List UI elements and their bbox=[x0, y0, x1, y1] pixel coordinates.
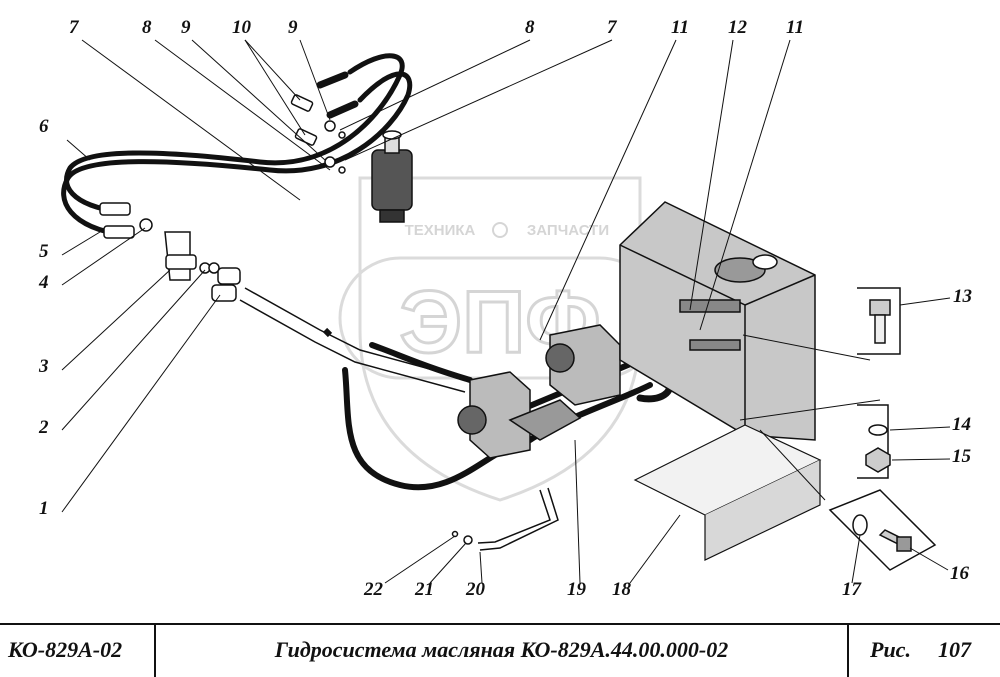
callout-label-13: 13 bbox=[953, 286, 972, 307]
callout-label-11b: 11 bbox=[786, 17, 804, 38]
drain-pipe bbox=[451, 487, 559, 551]
callout-label-19: 19 bbox=[567, 579, 586, 600]
callout-label-21: 21 bbox=[415, 579, 434, 600]
drawing-title: Гидросистема масляная КО-829А.44.00.000-… bbox=[274, 637, 729, 662]
upper-hoses bbox=[61, 53, 413, 238]
callout-label-10: 10 bbox=[232, 17, 251, 38]
callout-label-2: 2 bbox=[39, 417, 49, 438]
callout-label-17: 17 bbox=[842, 579, 861, 600]
callout-label-8a: 8 bbox=[142, 17, 152, 38]
gear-icon bbox=[492, 222, 508, 238]
callout-label-20: 20 bbox=[466, 579, 485, 600]
callout-label-7b: 7 bbox=[607, 17, 617, 38]
callout-label-7a: 7 bbox=[69, 17, 79, 38]
callout-label-1: 1 bbox=[39, 498, 49, 519]
callout-label-3: 3 bbox=[39, 356, 49, 377]
callout-label-18: 18 bbox=[612, 579, 631, 600]
watermark-right-text: ЗАПЧАСТИ bbox=[527, 222, 609, 239]
model-code: КО-829А-02 bbox=[8, 637, 123, 662]
callout-label-15: 15 bbox=[952, 446, 971, 467]
callout-label-9b: 9 bbox=[288, 17, 298, 38]
callout-label-14: 14 bbox=[952, 414, 971, 435]
figure-label: Рис. bbox=[870, 637, 911, 662]
callout-label-12: 12 bbox=[728, 17, 747, 38]
distributor-valves bbox=[457, 324, 621, 459]
hydraulic-cylinder bbox=[371, 130, 413, 223]
title-block-frame bbox=[0, 623, 1000, 677]
callout-label-5: 5 bbox=[39, 241, 49, 262]
protective-plate bbox=[633, 424, 822, 561]
callout-label-22: 22 bbox=[364, 579, 383, 600]
callout-label-6: 6 bbox=[39, 116, 49, 137]
oil-tank bbox=[619, 201, 816, 441]
callout-label-9a: 9 bbox=[181, 17, 191, 38]
watermark-left-text: ТЕХНИКА bbox=[405, 222, 476, 239]
callout-label-4: 4 bbox=[39, 272, 49, 293]
leader-lines bbox=[61, 39, 951, 584]
tee-fitting-assembly bbox=[139, 218, 241, 302]
hydraulic-system-drawing: ТЕХНИКА ЗАПЧАСТИ ЭПФ bbox=[61, 39, 951, 584]
figure-number: 107 bbox=[938, 637, 971, 662]
title-block: КО-829А-02 Гидросистема масляная КО-829А… bbox=[0, 623, 1000, 677]
callout-label-8b: 8 bbox=[525, 17, 535, 38]
callout-label-11a: 11 bbox=[671, 17, 689, 38]
callout-label-16: 16 bbox=[950, 563, 969, 584]
rigid-pipes bbox=[239, 287, 471, 393]
